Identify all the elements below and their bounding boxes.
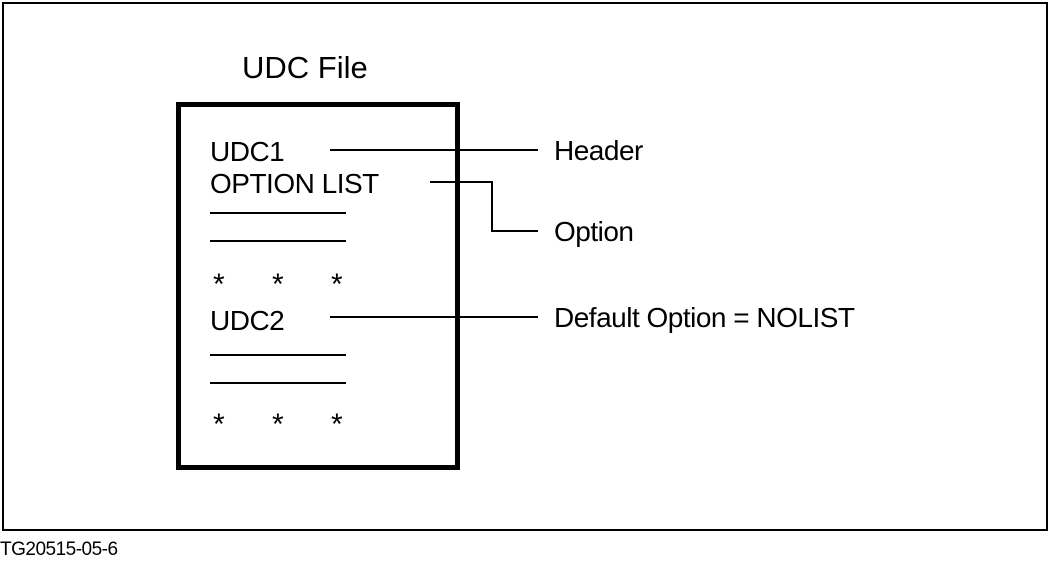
udc-file-box [176, 102, 460, 470]
diagram-frame [2, 2, 1048, 531]
placeholder-line [210, 382, 346, 384]
header-leader-line [330, 149, 538, 151]
figure-id: TG20515-05-6 [0, 539, 118, 560]
ellipsis-star: * [213, 408, 225, 441]
option-leader-line [491, 230, 538, 232]
ellipsis-star: * [213, 268, 225, 301]
option-leader-line [430, 181, 492, 183]
option-list-entry: OPTION LIST [210, 168, 379, 199]
udc1-entry: UDC1 [210, 136, 285, 167]
option-callout: Option [554, 216, 634, 247]
ellipsis-star: * [272, 268, 284, 301]
ellipsis-star: * [272, 408, 284, 441]
ellipsis-star: * [331, 408, 343, 441]
default-option-leader-line [330, 316, 538, 318]
udc-file-title: UDC File [242, 50, 368, 85]
placeholder-line [210, 354, 346, 356]
ellipsis-star: * [331, 268, 343, 301]
header-callout: Header [554, 135, 643, 166]
option-leader-line [491, 181, 493, 231]
udc2-entry: UDC2 [210, 305, 285, 336]
default-option-callout: Default Option = NOLIST [554, 302, 855, 333]
placeholder-line [210, 240, 346, 242]
placeholder-line [210, 212, 346, 214]
